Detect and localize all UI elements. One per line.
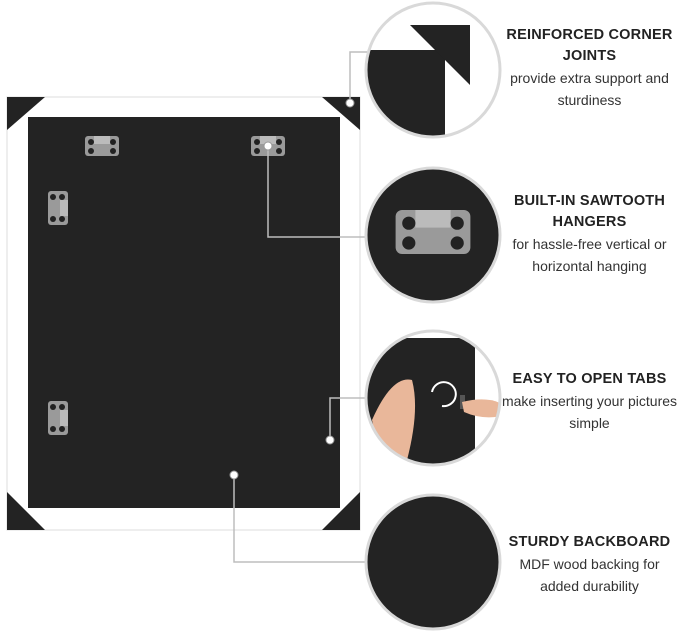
feature-desc: MDF wood backing for added durability	[519, 556, 660, 594]
feature-backboard: STURDY BACKBOARD MDF wood backing for ad…	[500, 532, 679, 597]
backboard	[28, 117, 340, 508]
corner-joint	[322, 492, 360, 530]
feature-desc: provide extra support and sturdiness	[510, 70, 669, 108]
hanger-icon	[367, 169, 499, 301]
feature-sawtooth-hangers: BUILT-IN SAWTOOTH HANGERS for hassle-fre…	[500, 191, 679, 277]
feature-desc: for hassle-free vertical or horizontal h…	[512, 236, 667, 274]
corner-icon	[367, 4, 499, 136]
sawtooth-hanger	[48, 401, 68, 435]
corner-joint	[7, 492, 45, 530]
feature-easy-tabs: EASY TO OPEN TABS make inserting your pi…	[500, 369, 679, 434]
feature-desc: make inserting your pictures simple	[501, 393, 678, 431]
feature-title: EASY TO OPEN TABS	[512, 371, 667, 387]
feature-title: STURDY BACKBOARD	[508, 534, 671, 550]
feature-title: REINFORCED CORNER JOINTS	[506, 27, 673, 64]
sawtooth-hanger	[48, 191, 68, 225]
tab-icon	[367, 332, 499, 464]
connector-lines	[233, 51, 367, 563]
feature-corner-joints: REINFORCED CORNER JOINTS provide extra s…	[500, 25, 679, 111]
backboard-icon	[367, 496, 499, 628]
corner-joint	[7, 97, 45, 130]
sawtooth-hanger	[85, 136, 119, 156]
feature-title: BUILT-IN SAWTOOTH HANGERS	[513, 193, 666, 230]
